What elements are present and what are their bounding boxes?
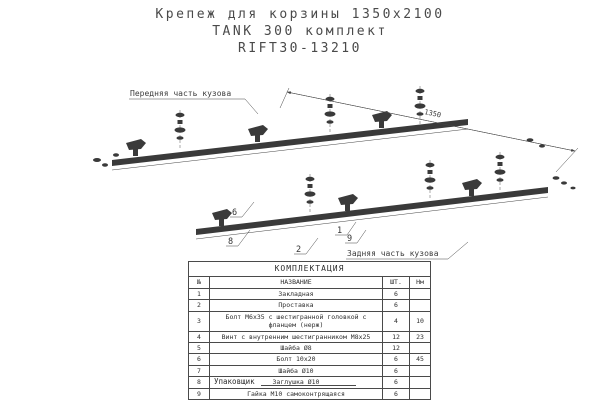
parts-table: КОМПЛЕКТАЦИЯ № НАЗВАНИЕ ШТ. Нм 1 Закладн… bbox=[188, 260, 431, 401]
row-quantity: 6 bbox=[382, 387, 410, 401]
callout-8: 8 bbox=[226, 229, 251, 247]
row-number: 7 bbox=[188, 364, 210, 378]
title-line-1: Крепеж для корзины 1350х2100 bbox=[155, 7, 445, 22]
callout-number: 6 bbox=[232, 208, 237, 218]
packer-line: Упаковщик bbox=[214, 377, 356, 386]
row-name: Винт с внутренним шестигранником М8х25 bbox=[209, 330, 383, 344]
row-quantity: 12 bbox=[382, 330, 410, 344]
row-torque bbox=[409, 287, 431, 301]
rear-label-text: Задняя часть кузова bbox=[347, 249, 439, 258]
row-name: Болт М6х35 с шестигранной головкой с фла… bbox=[209, 310, 383, 332]
row-name: Шайба Ø8 bbox=[209, 341, 383, 355]
title-line-2: TANK 300 комплект bbox=[212, 24, 388, 39]
row-name: Закладная bbox=[209, 287, 383, 301]
row-torque: 10 bbox=[409, 310, 431, 332]
packer-label: Упаковщик bbox=[214, 377, 255, 386]
row-torque bbox=[409, 376, 431, 389]
front-label-text: Передняя часть кузова bbox=[130, 89, 231, 98]
row-torque bbox=[409, 364, 431, 378]
table-row: 1 Закладная 6 bbox=[188, 287, 431, 301]
front-of-body-label: Передняя часть кузова bbox=[129, 89, 259, 115]
row-number: 2 bbox=[188, 299, 210, 312]
callout-9: 9 bbox=[345, 229, 367, 244]
table-row: 9 Гайка М10 самоконтрящаяся 6 bbox=[188, 387, 431, 401]
rail-far bbox=[111, 111, 469, 171]
dimension-label: 1350 bbox=[424, 108, 442, 119]
row-name: Болт 10х20 bbox=[209, 353, 383, 366]
table-row: 2 Проставка 6 bbox=[188, 299, 431, 312]
row-number: 4 bbox=[188, 330, 210, 344]
row-quantity: 6 bbox=[382, 376, 410, 389]
table-row: 6 Болт 10х20 6 45 bbox=[188, 353, 431, 366]
row-quantity: 6 bbox=[382, 299, 410, 312]
col-header-quantity: ШТ. bbox=[382, 276, 410, 289]
callout-number: 9 bbox=[347, 234, 352, 244]
assembly-drawing: 1350 Передняя часть кузова Задняя часть … bbox=[93, 85, 579, 260]
table-header-row: № НАЗВАНИЕ ШТ. Нм bbox=[188, 276, 431, 289]
row-name: Шайба Ø10 bbox=[209, 364, 383, 378]
row-torque: 45 bbox=[409, 353, 431, 366]
row-quantity: 6 bbox=[382, 287, 410, 301]
loose-hardware bbox=[93, 138, 576, 190]
callout-number: 8 bbox=[228, 237, 233, 247]
row-torque: 23 bbox=[409, 330, 431, 344]
row-quantity: 4 bbox=[382, 310, 410, 332]
callout-1: 1 bbox=[335, 221, 357, 236]
row-number: 6 bbox=[188, 353, 210, 366]
col-header-number: № bbox=[188, 276, 210, 289]
callout-2: 2 bbox=[294, 237, 319, 255]
title-line-3: RIFT30-13210 bbox=[238, 41, 362, 56]
row-name: Проставка bbox=[209, 299, 383, 312]
packer-signature-line bbox=[260, 377, 356, 386]
row-number: 8 bbox=[188, 376, 210, 389]
row-torque bbox=[409, 341, 431, 355]
row-torque bbox=[409, 299, 431, 312]
row-number: 5 bbox=[188, 341, 210, 355]
col-header-name: НАЗВАНИЕ bbox=[209, 276, 383, 289]
table-row: 5 Шайба Ø8 12 bbox=[188, 341, 431, 355]
row-name: Гайка М10 самоконтрящаяся bbox=[209, 387, 383, 401]
row-number: 1 bbox=[188, 287, 210, 301]
dimension-line: 1350 bbox=[279, 87, 579, 173]
table-row: 8 Заглушка Ø10 6 bbox=[188, 376, 431, 389]
rail-near bbox=[195, 179, 549, 240]
row-quantity: 6 bbox=[382, 364, 410, 378]
table-row: 7 Шайба Ø10 6 bbox=[188, 364, 431, 378]
title-block: Крепеж для корзины 1350х2100 TANK 300 ко… bbox=[0, 6, 600, 57]
row-number: 9 bbox=[188, 387, 210, 401]
row-torque bbox=[409, 387, 431, 401]
rear-of-body-label: Задняя часть кузова bbox=[346, 241, 469, 260]
row-quantity: 12 bbox=[382, 341, 410, 355]
row-number: 3 bbox=[188, 310, 210, 332]
callout-6: 6 bbox=[230, 201, 255, 218]
callout-number: 1 bbox=[337, 226, 342, 236]
callout-number: 2 bbox=[296, 245, 301, 255]
parts-table-title: КОМПЛЕКТАЦИЯ bbox=[188, 260, 431, 278]
row-quantity: 6 bbox=[382, 353, 410, 366]
col-header-torque: Нм bbox=[409, 276, 431, 289]
table-row: 3 Болт М6х35 с шестигранной головкой с ф… bbox=[188, 310, 431, 332]
table-row: 4 Винт с внутренним шестигранником М8х25… bbox=[188, 330, 431, 344]
